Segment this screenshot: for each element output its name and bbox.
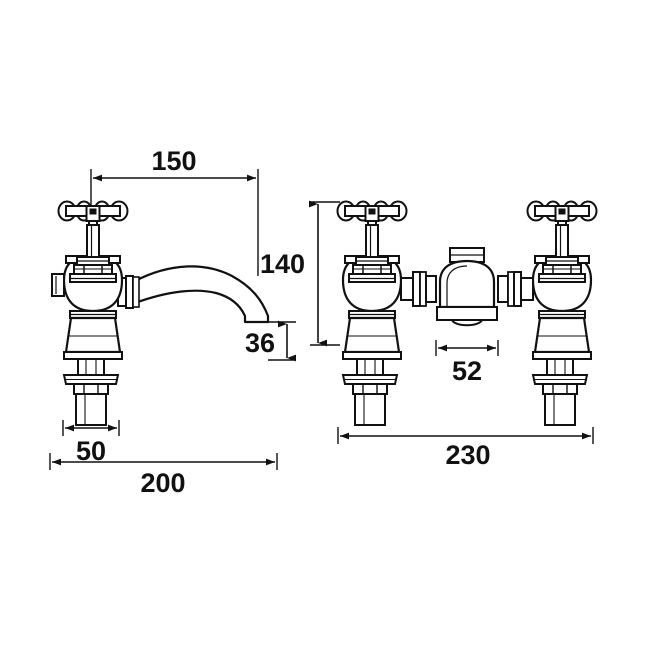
dimension-36-label: 36 — [245, 328, 275, 358]
dimension-230: 230 — [337, 427, 594, 470]
left-view-bib-tap — [51, 200, 270, 426]
stem-collars-left — [69, 224, 117, 283]
mixer-right-pillar — [526, 200, 598, 426]
dimension-36: 36 — [245, 320, 296, 362]
spout — [117, 265, 270, 324]
mixer-left-pillar — [336, 200, 408, 426]
dimension-52: 52 — [435, 340, 499, 386]
dimension-200-label: 200 — [140, 468, 185, 498]
dimension-140: 140 — [260, 200, 340, 347]
dimension-150-label: 150 — [151, 146, 196, 176]
dimension-50: 50 — [62, 420, 120, 466]
dimension-140-label: 140 — [260, 249, 305, 279]
mounting-shank-left — [63, 358, 119, 426]
cross-handle-left — [57, 200, 129, 226]
dimension-52-label: 52 — [452, 356, 482, 386]
bridge-tube-left — [400, 271, 437, 307]
dimension-200: 200 — [49, 453, 278, 498]
dimension-230-label: 230 — [445, 440, 490, 470]
bridge-tube-right — [497, 271, 534, 307]
right-view-bridge-mixer — [336, 200, 598, 426]
dimension-150: 150 — [90, 146, 259, 276]
tap-skirt — [63, 310, 123, 360]
mixer-centre-body — [436, 247, 498, 327]
